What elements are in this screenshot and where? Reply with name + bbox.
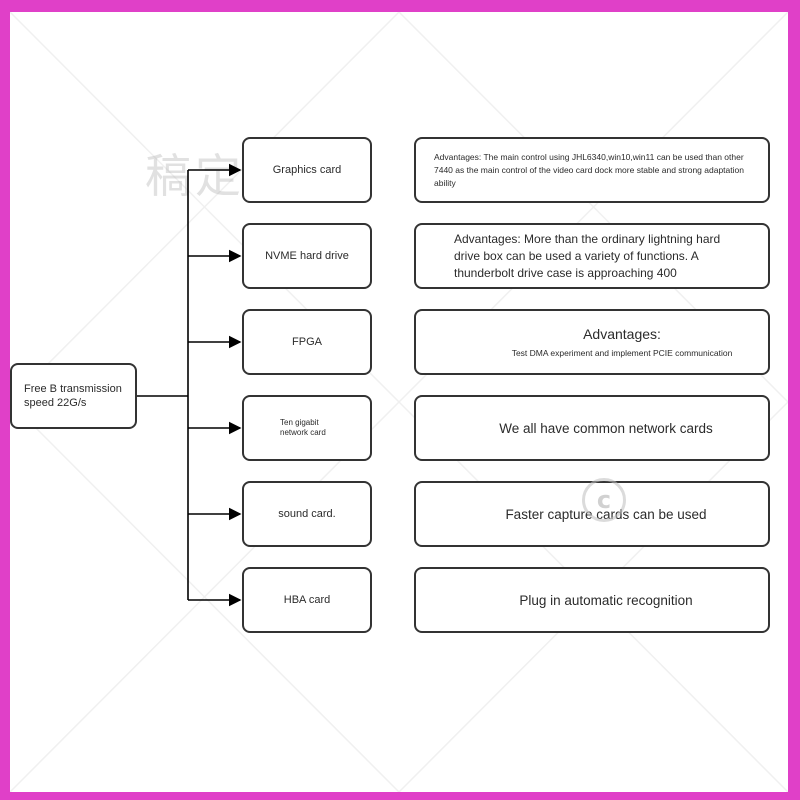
root-node: Free B transmission speed 22G/s [10, 363, 137, 429]
advantage-text: Advantages: More than the ordinary light… [454, 231, 721, 280]
node-fpga: FPGA [242, 309, 372, 375]
node-sound-card: sound card. [242, 481, 372, 547]
advantage-network-card: We all have common network cards [414, 395, 770, 461]
advantage-text: We all have common network cards [499, 420, 713, 436]
node-label: FPGA [292, 336, 322, 348]
advantage-hba-card: Plug in automatic recognition [414, 567, 770, 633]
advantage-text: Test DMA experiment and implement PCIE c… [511, 348, 733, 358]
node-label: HBA card [283, 594, 331, 606]
copyright-symbol: c [596, 486, 612, 514]
node-graphics-card: Graphics card [242, 137, 372, 203]
advantage-heading: Advantages: [583, 326, 661, 342]
copyright-watermark-icon: c [582, 478, 626, 522]
node-nvme-hard-drive: NVME hard drive [242, 223, 372, 289]
node-label: Ten gigabit network card [280, 418, 326, 437]
node-label: Graphics card [272, 164, 342, 176]
advantage-nvme-hard-drive: Advantages: More than the ordinary light… [414, 223, 770, 289]
advantage-graphics-card: Advantages: The main control using JHL63… [414, 137, 770, 203]
root-label: Free B transmission speed 22G/s [24, 383, 122, 409]
node-hba-card: HBA card [242, 567, 372, 633]
node-label: NVME hard drive [265, 250, 349, 262]
diagram-canvas: 稿定 Free B transmission speed 22G/s Graph… [10, 12, 788, 792]
connector-lines [137, 163, 242, 607]
node-label: sound card. [278, 508, 336, 520]
advantage-text: Advantages: The main control using JHL63… [434, 151, 744, 188]
advantage-text: Plug in automatic recognition [519, 592, 693, 608]
advantage-fpga: Advantages: Test DMA experiment and impl… [414, 309, 770, 375]
node-ten-gigabit-network-card: Ten gigabit network card [242, 395, 372, 461]
